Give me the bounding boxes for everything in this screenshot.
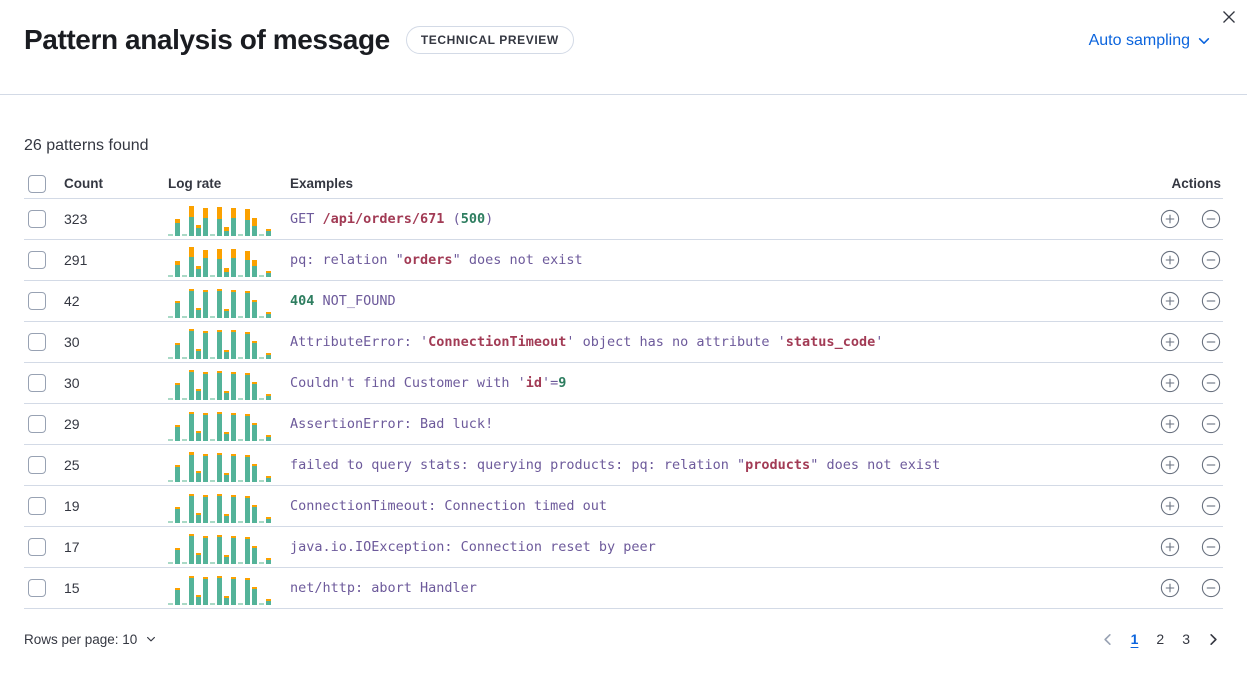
log-rate-chart bbox=[168, 203, 271, 236]
table-row: 30 AttributeError: 'ConnectionTimeout' ob… bbox=[24, 322, 1223, 363]
table-row: 29 AssertionError: Bad luck! bbox=[24, 404, 1223, 445]
page-button-1[interactable]: 1 bbox=[1130, 631, 1139, 647]
filter-in-pattern-button[interactable] bbox=[1160, 455, 1180, 475]
flyout-header: Pattern analysis of message TECHNICAL PR… bbox=[0, 0, 1247, 95]
example-text: java.io.IOException: Connection reset by… bbox=[290, 539, 656, 555]
filter-out-pattern-button[interactable] bbox=[1201, 332, 1221, 352]
filter-out-pattern-button[interactable] bbox=[1201, 373, 1221, 393]
example-text: 404 NOT_FOUND bbox=[290, 293, 396, 309]
column-header-count: Count bbox=[64, 176, 103, 191]
chevron-left-icon[interactable] bbox=[1100, 632, 1115, 647]
row-checkbox[interactable] bbox=[28, 415, 46, 433]
table-row: 19 ConnectionTimeout: Connection timed ou… bbox=[24, 486, 1223, 527]
table-row: 30 Couldn't find Customer with 'id'=9 bbox=[24, 363, 1223, 404]
count-value: 323 bbox=[64, 211, 88, 227]
row-checkbox[interactable] bbox=[28, 456, 46, 474]
sampling-dropdown[interactable]: Auto sampling bbox=[1089, 32, 1211, 50]
filter-in-pattern-button[interactable] bbox=[1160, 209, 1180, 229]
filter-out-pattern-button[interactable] bbox=[1201, 578, 1221, 598]
count-value: 17 bbox=[64, 539, 80, 555]
flyout-body: 26 patterns found Count Log rate Example… bbox=[0, 137, 1247, 647]
close-icon bbox=[1221, 9, 1237, 28]
filter-out-pattern-button[interactable] bbox=[1201, 537, 1221, 557]
count-value: 19 bbox=[64, 498, 80, 514]
example-text: AssertionError: Bad luck! bbox=[290, 416, 494, 432]
example-text: failed to query stats: querying products… bbox=[290, 457, 941, 473]
chevron-down-icon bbox=[1197, 34, 1211, 48]
filter-in-pattern-button[interactable] bbox=[1160, 578, 1180, 598]
count-value: 25 bbox=[64, 457, 80, 473]
row-checkbox[interactable] bbox=[28, 497, 46, 515]
example-text: net/http: abort Handler bbox=[290, 580, 477, 596]
log-rate-chart bbox=[168, 449, 271, 482]
table-row: 42 404 NOT_FOUND bbox=[24, 281, 1223, 322]
log-rate-chart bbox=[168, 408, 271, 441]
log-rate-chart bbox=[168, 531, 271, 564]
filter-out-pattern-button[interactable] bbox=[1201, 250, 1221, 270]
table-row: 291 pq: relation "orders" does not exist bbox=[24, 240, 1223, 281]
count-value: 291 bbox=[64, 252, 88, 268]
chevron-down-icon bbox=[145, 633, 157, 645]
filter-out-pattern-button[interactable] bbox=[1201, 455, 1221, 475]
log-rate-chart bbox=[168, 285, 271, 318]
row-checkbox[interactable] bbox=[28, 251, 46, 269]
count-value: 15 bbox=[64, 580, 80, 596]
patterns-found-text: 26 patterns found bbox=[24, 137, 149, 154]
column-header-examples: Examples bbox=[290, 176, 354, 191]
row-checkbox[interactable] bbox=[28, 374, 46, 392]
example-text: AttributeError: 'ConnectionTimeout' obje… bbox=[290, 334, 884, 350]
log-rate-chart bbox=[168, 244, 271, 277]
filter-in-pattern-button[interactable] bbox=[1160, 414, 1180, 434]
example-text: Couldn't find Customer with 'id'=9 bbox=[290, 375, 567, 391]
column-header-log-rate: Log rate bbox=[168, 176, 222, 191]
count-value: 30 bbox=[64, 375, 80, 391]
sampling-label: Auto sampling bbox=[1088, 32, 1190, 49]
table-body: 323 GET /api/orders/671 (500) 291 pq: relat… bbox=[24, 199, 1223, 609]
filter-out-pattern-button[interactable] bbox=[1201, 209, 1221, 229]
table-row: 15 net/http: abort Handler bbox=[24, 568, 1223, 609]
filter-in-pattern-button[interactable] bbox=[1160, 537, 1180, 557]
row-checkbox[interactable] bbox=[28, 210, 46, 228]
log-rate-chart bbox=[168, 326, 271, 359]
close-button[interactable] bbox=[1215, 4, 1243, 32]
filter-in-pattern-button[interactable] bbox=[1160, 496, 1180, 516]
count-value: 30 bbox=[64, 334, 80, 350]
example-text: GET /api/orders/671 (500) bbox=[290, 211, 494, 227]
page-button-2[interactable]: 2 bbox=[1156, 631, 1165, 647]
select-all-checkbox[interactable] bbox=[28, 174, 46, 193]
count-value: 42 bbox=[64, 293, 80, 309]
row-checkbox[interactable] bbox=[28, 292, 46, 310]
example-text: ConnectionTimeout: Connection timed out bbox=[290, 498, 607, 514]
page-button-3[interactable]: 3 bbox=[1182, 631, 1190, 647]
example-text: pq: relation "orders" does not exist bbox=[290, 252, 583, 268]
filter-in-pattern-button[interactable] bbox=[1160, 373, 1180, 393]
row-checkbox[interactable] bbox=[28, 538, 46, 556]
patterns-table: Count Log rate Examples Actions 323 GET /… bbox=[24, 169, 1223, 609]
filter-out-pattern-button[interactable] bbox=[1201, 291, 1221, 311]
log-rate-chart bbox=[168, 572, 271, 605]
rows-per-page-label: Rows per page: 10 bbox=[24, 631, 138, 647]
filter-in-pattern-button[interactable] bbox=[1160, 332, 1180, 352]
log-rate-chart bbox=[168, 490, 271, 523]
technical-preview-badge: TECHNICAL PREVIEW bbox=[405, 26, 574, 54]
row-checkbox[interactable] bbox=[28, 579, 46, 597]
table-row: 17 java.io.IOException: Connection reset … bbox=[24, 527, 1223, 568]
column-header-actions: Actions bbox=[1171, 176, 1221, 191]
filter-out-pattern-button[interactable] bbox=[1201, 414, 1221, 434]
row-checkbox[interactable] bbox=[28, 333, 46, 351]
filter-in-pattern-button[interactable] bbox=[1160, 291, 1180, 311]
log-rate-chart bbox=[168, 367, 271, 400]
table-row: 25 failed to query stats: querying produc… bbox=[24, 445, 1223, 486]
table-footer: Rows per page: 10 1 2 3 bbox=[24, 631, 1223, 647]
count-value: 29 bbox=[64, 416, 80, 432]
filter-in-pattern-button[interactable] bbox=[1160, 250, 1180, 270]
page-title: Pattern analysis of message bbox=[24, 24, 390, 55]
pagination: 1 2 3 bbox=[1100, 631, 1223, 647]
filter-out-pattern-button[interactable] bbox=[1201, 496, 1221, 516]
table-header-row: Count Log rate Examples Actions bbox=[24, 169, 1223, 199]
chevron-right-icon[interactable] bbox=[1206, 632, 1221, 647]
table-row: 323 GET /api/orders/671 (500) bbox=[24, 199, 1223, 240]
rows-per-page-dropdown[interactable]: Rows per page: 10 bbox=[24, 632, 157, 647]
